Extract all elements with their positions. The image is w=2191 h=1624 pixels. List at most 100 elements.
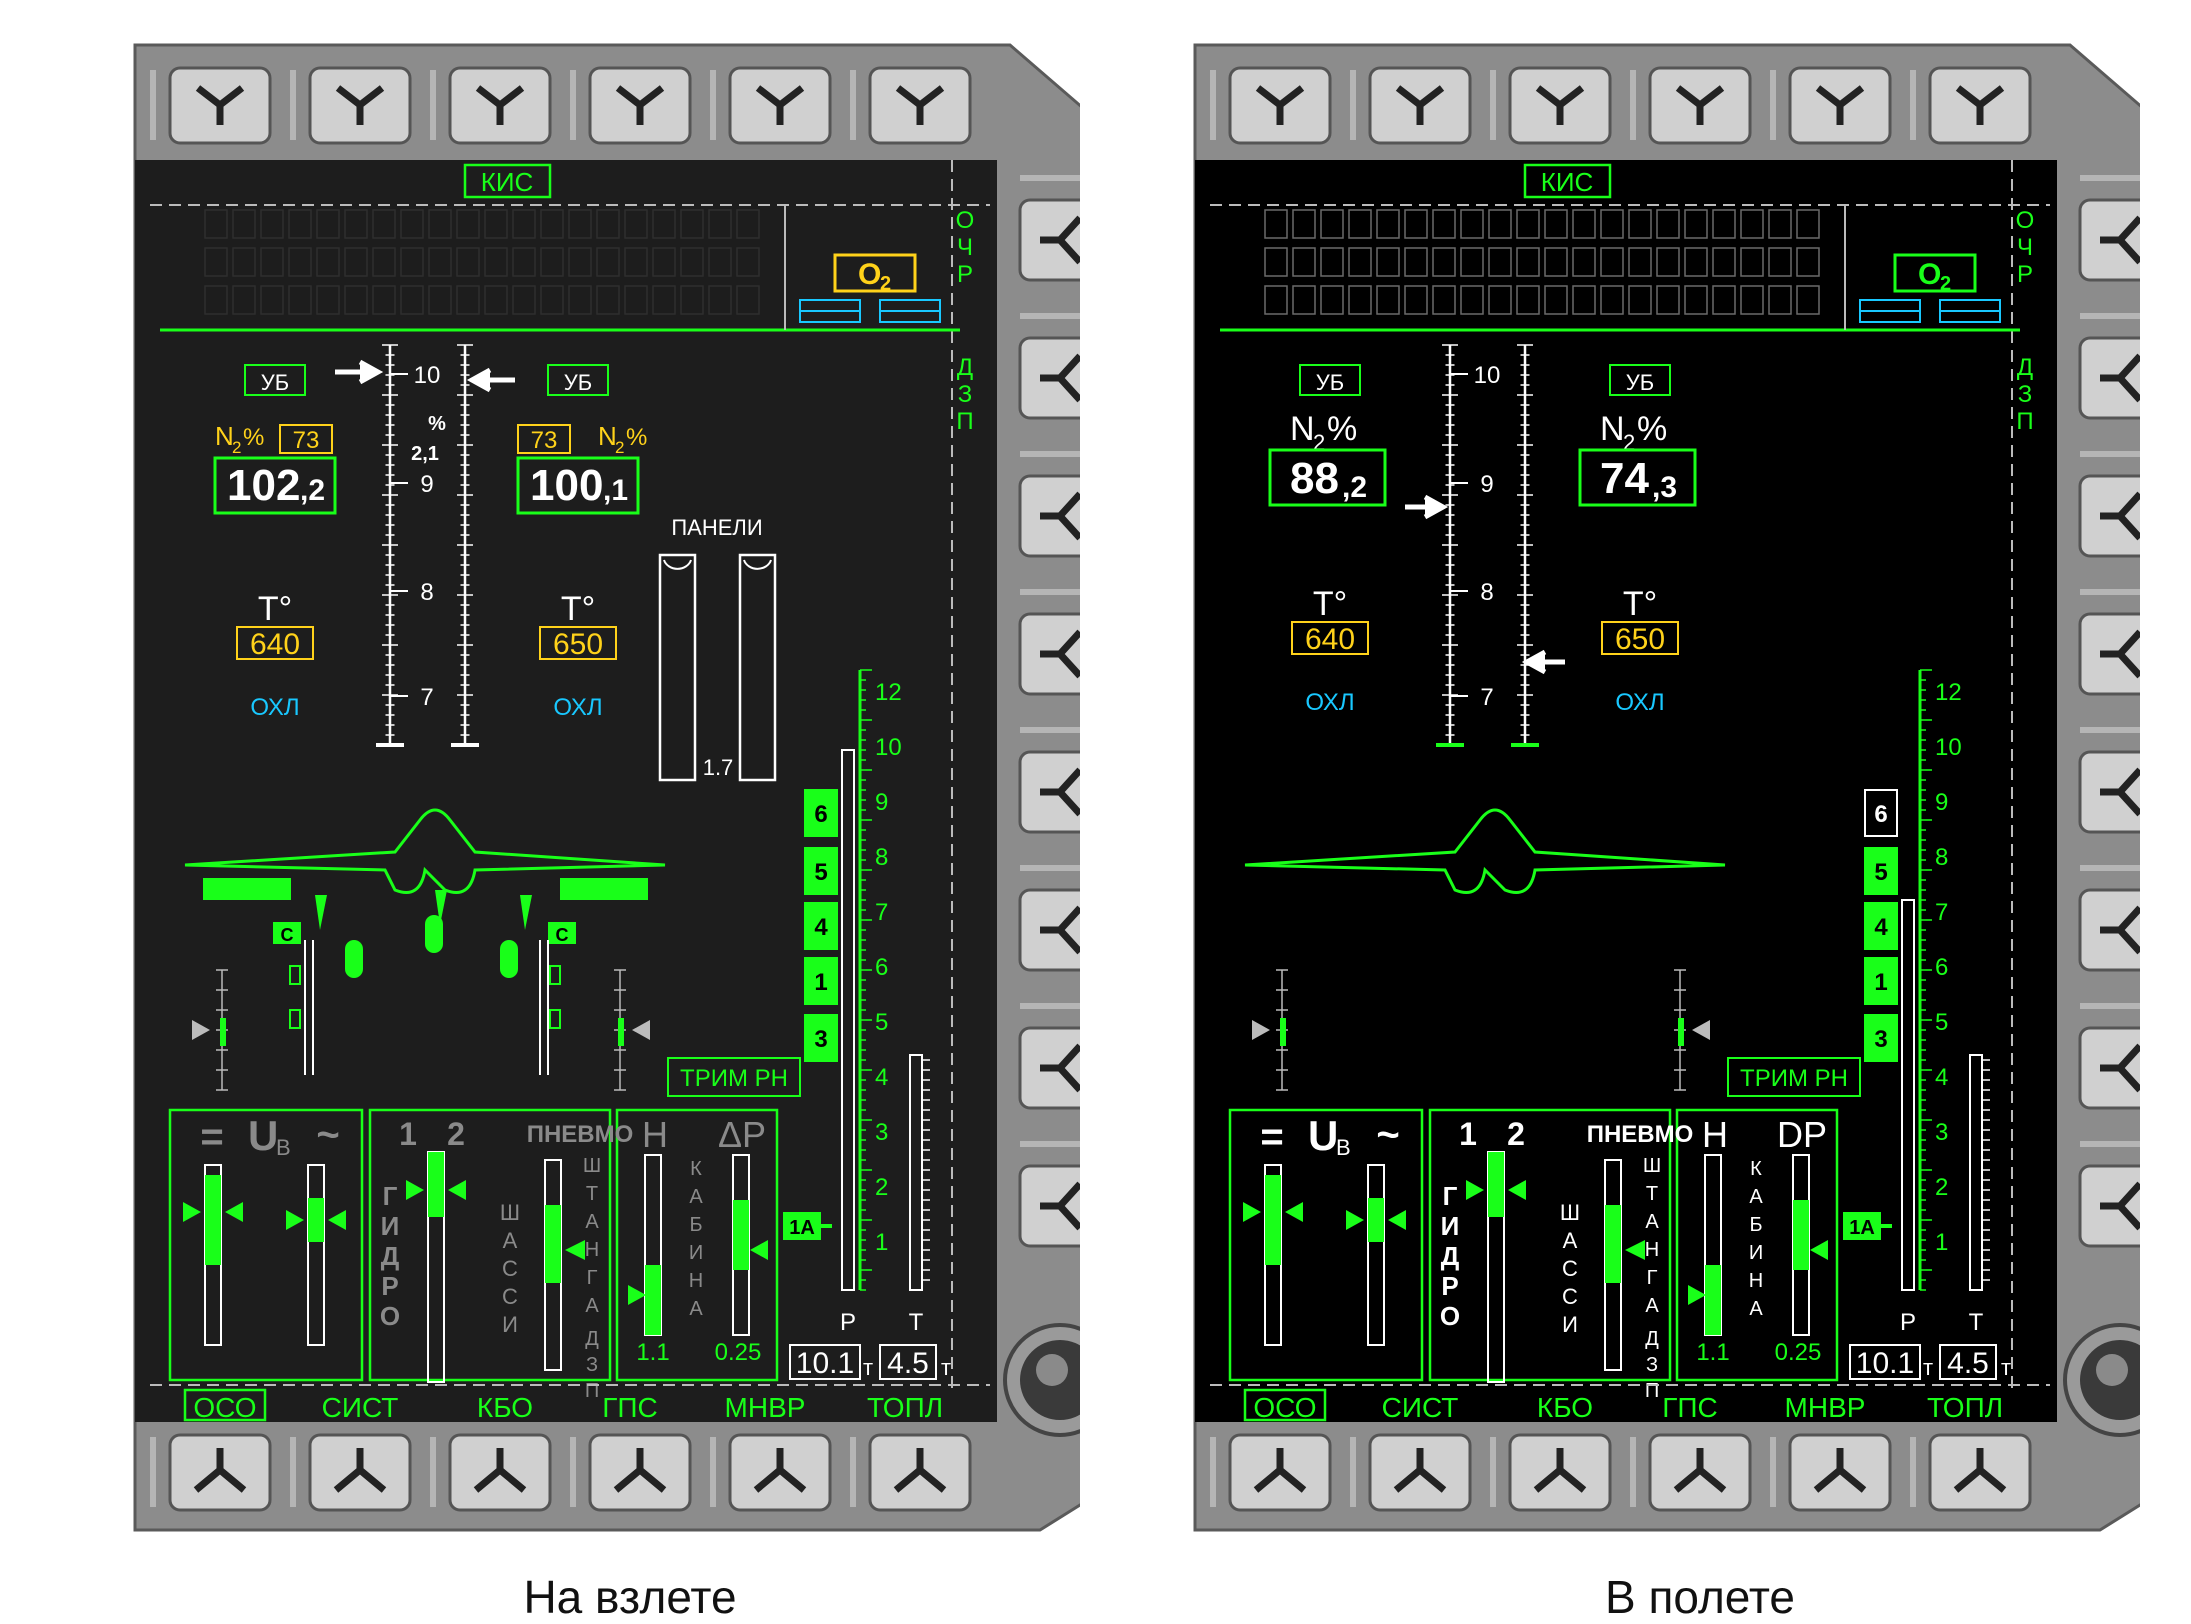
side-tab-letter[interactable]: П	[956, 408, 973, 435]
menu-item-4[interactable]: ГПС	[1662, 1392, 1718, 1423]
menu-item-6[interactable]: ТОПЛ	[867, 1392, 943, 1423]
menu-item-3[interactable]: КБО	[477, 1392, 533, 1423]
side-tab-letter[interactable]: Ч	[2017, 234, 2033, 261]
side-softkey-8[interactable]	[2078, 1164, 2140, 1248]
fuel-p-box	[1849, 1344, 1921, 1380]
bottom-softkey-4[interactable]	[1648, 1433, 1752, 1512]
side-softkey-6[interactable]	[2078, 888, 2140, 972]
menu-item-3[interactable]: КБО	[1537, 1392, 1593, 1423]
side-softkey-4[interactable]	[2078, 612, 2140, 696]
top-softkey-4[interactable]	[1648, 66, 1752, 145]
menu-item-5[interactable]: МНВР	[1785, 1392, 1866, 1423]
bottom-softkey-3[interactable]	[448, 1433, 552, 1512]
top-softkey-1[interactable]	[168, 66, 272, 145]
bottom-softkey-4[interactable]	[588, 1433, 692, 1512]
side-tab-letter[interactable]: Д	[2017, 354, 2033, 381]
side-tab-letter[interactable]: Р	[2017, 261, 2033, 288]
gear-wheel-2	[425, 915, 443, 953]
menu-item-2[interactable]: СИСТ	[1382, 1392, 1459, 1423]
side-softkey-5[interactable]	[2078, 750, 2140, 834]
fuel-t-unit: т	[941, 1355, 951, 1380]
fork-icon	[1393, 1448, 1447, 1493]
top-softkey-6[interactable]	[868, 66, 972, 145]
menu-item-1[interactable]: ОСО	[193, 1392, 256, 1423]
shtanga-letter: Ш	[1643, 1155, 1661, 1177]
bottom-softkey-3[interactable]	[1508, 1433, 1612, 1512]
top-softkey-5[interactable]	[1788, 66, 1892, 145]
bottom-softkey-5[interactable]	[1788, 1433, 1892, 1512]
side-softkey-8[interactable]	[1018, 1164, 1080, 1248]
side-softkey-4[interactable]	[1018, 612, 1080, 696]
message-cell	[344, 285, 368, 315]
top-softkey-3[interactable]	[1508, 66, 1612, 145]
message-cell	[624, 247, 648, 277]
top-softkey-3[interactable]	[448, 66, 552, 145]
side-softkey-3[interactable]	[2078, 474, 2140, 558]
fuel-scale-label: 2	[1935, 1174, 1948, 1201]
side-softkey-7[interactable]	[1018, 1026, 1080, 1110]
power-ac-label: ~	[316, 1113, 339, 1157]
ac-voltage-bar-fill	[1368, 1198, 1384, 1242]
side-tab-letter[interactable]: П	[2016, 408, 2033, 435]
kabina-letter: К	[1750, 1158, 1762, 1180]
menu-item-4[interactable]: ГПС	[602, 1392, 658, 1423]
fuel-scale-label: 8	[875, 844, 888, 871]
top-softkey-1[interactable]	[1228, 66, 1332, 145]
shassi-letter: С	[1562, 1256, 1578, 1281]
message-cell	[708, 247, 732, 277]
bottom-softkey-2[interactable]	[308, 1433, 412, 1512]
menu-item-2[interactable]: СИСТ	[322, 1392, 399, 1423]
right-n2-int: 74	[1600, 454, 1649, 503]
side-softkey-2[interactable]	[1018, 336, 1080, 420]
shassi-letter: Ш	[500, 1200, 520, 1225]
side-softkey-3[interactable]	[1018, 474, 1080, 558]
menu-item-6[interactable]: ТОПЛ	[1927, 1392, 2003, 1423]
top-softkey-6[interactable]	[1928, 66, 2032, 145]
bottom-softkey-5[interactable]	[728, 1433, 832, 1512]
top-softkey-2[interactable]	[1368, 66, 1472, 145]
separator	[850, 1437, 856, 1507]
panel-gauge-1	[658, 553, 697, 782]
fuel-tank-1	[1864, 957, 1898, 1005]
side-tab-letter[interactable]: О	[2016, 207, 2035, 234]
right-n2-label: N	[1600, 410, 1625, 448]
message-cell	[1544, 247, 1568, 277]
shassi-letter: С	[502, 1284, 518, 1309]
left-t-box	[236, 626, 314, 660]
side-tab-letter[interactable]: Р	[957, 261, 973, 288]
panel-gauge-2	[738, 553, 777, 782]
menu-item-5[interactable]: МНВР	[725, 1392, 806, 1423]
bottom-softkey-2[interactable]	[1368, 1433, 1472, 1512]
bottom-softkey-1[interactable]	[1228, 1433, 1332, 1512]
power-panel	[168, 1108, 364, 1382]
brightness-knob[interactable]	[2063, 1323, 2140, 1437]
message-cell	[400, 209, 424, 239]
top-softkey-2[interactable]	[308, 66, 412, 145]
separator	[2080, 589, 2140, 595]
menu-item-1[interactable]: ОСО	[1253, 1392, 1316, 1423]
left-n2-box	[1268, 448, 1387, 507]
brightness-knob[interactable]	[1003, 1323, 1080, 1437]
side-tab-letter[interactable]: О	[956, 207, 975, 234]
bottom-softkey-6[interactable]	[868, 1433, 972, 1512]
bottom-softkey-1[interactable]	[168, 1433, 272, 1512]
top-softkey-5[interactable]	[728, 66, 832, 145]
side-tab-letter[interactable]: З	[2018, 381, 2033, 408]
side-tab-letter[interactable]: Ч	[957, 234, 973, 261]
side-softkey-6[interactable]	[1018, 888, 1080, 972]
message-cell	[372, 247, 396, 277]
side-tab-letter[interactable]: Д	[957, 354, 973, 381]
side-tab-letter[interactable]: З	[958, 381, 973, 408]
side-softkey-5[interactable]	[1018, 750, 1080, 834]
side-softkey-2[interactable]	[2078, 336, 2140, 420]
fuel-tank-3	[804, 1014, 838, 1062]
message-cell	[1712, 285, 1736, 315]
top-softkey-4[interactable]	[588, 66, 692, 145]
ac-voltage-left-arrow	[286, 1210, 304, 1230]
gidro-letter: Д	[1441, 1241, 1460, 1271]
side-softkey-1[interactable]	[2078, 198, 2140, 282]
side-softkey-7[interactable]	[2078, 1026, 2140, 1110]
bottom-softkey-6[interactable]	[1928, 1433, 2032, 1512]
cabin-altitude-arrow	[1688, 1285, 1706, 1305]
side-softkey-1[interactable]	[1018, 198, 1080, 282]
